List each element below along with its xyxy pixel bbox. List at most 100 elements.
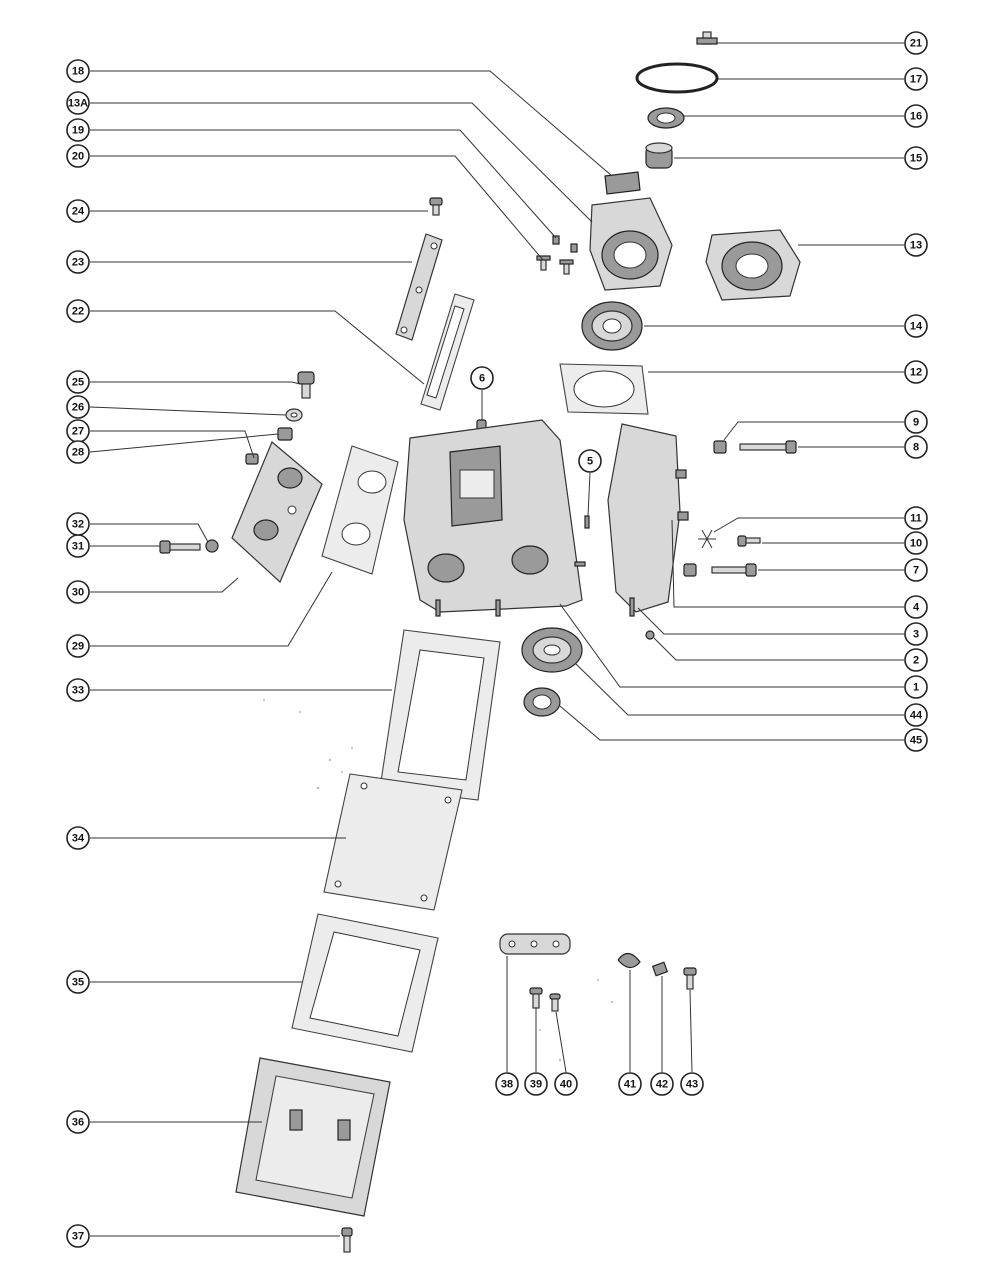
callout-number: 21 bbox=[910, 38, 922, 50]
callout-38: 38 bbox=[495, 1072, 519, 1096]
callout-19: 19 bbox=[66, 118, 90, 142]
callout-circle bbox=[904, 675, 928, 699]
part-9-nut bbox=[713, 440, 727, 454]
leader-lines bbox=[89, 42, 904, 1237]
part-15-bushing bbox=[645, 142, 673, 169]
leader-line-40 bbox=[555, 1011, 567, 1073]
part-13-housing bbox=[705, 229, 801, 301]
callout-circle bbox=[904, 648, 928, 672]
leader-line-44 bbox=[575, 663, 904, 716]
callout-22: 22 bbox=[66, 299, 90, 323]
part-18-plate bbox=[604, 171, 641, 195]
part-5-pins bbox=[574, 515, 590, 567]
callout-circle bbox=[618, 1072, 642, 1096]
callout-circle bbox=[904, 558, 928, 582]
callout-circle bbox=[904, 314, 928, 338]
callout-14: 14 bbox=[904, 314, 928, 338]
callout-circle bbox=[904, 531, 928, 555]
leader-line-30 bbox=[90, 577, 239, 593]
leader-line-22 bbox=[90, 310, 425, 385]
part-2-ball bbox=[645, 630, 655, 640]
leader-line-4 bbox=[671, 519, 904, 608]
callout-number: 8 bbox=[913, 442, 919, 454]
part-1-crankcase-block bbox=[403, 419, 583, 617]
callout-circle bbox=[66, 634, 90, 658]
part-35-gasket bbox=[291, 913, 439, 1053]
callout-31: 31 bbox=[66, 534, 90, 558]
part-10-screw bbox=[737, 535, 761, 547]
callout-circle bbox=[904, 67, 928, 91]
callout-6: 6 bbox=[470, 366, 494, 390]
callout-number: 26 bbox=[72, 402, 84, 414]
callout-2: 2 bbox=[904, 648, 928, 672]
callout-number: 38 bbox=[501, 1079, 513, 1091]
leader-line-5 bbox=[587, 472, 591, 517]
part-14-bearing bbox=[581, 301, 643, 351]
callout-number: 33 bbox=[72, 685, 84, 697]
callout-circle bbox=[554, 1072, 578, 1096]
callout-4: 4 bbox=[904, 595, 928, 619]
callout-30: 30 bbox=[66, 580, 90, 604]
callout-11: 11 bbox=[904, 506, 928, 530]
leader-line-19 bbox=[90, 129, 557, 239]
callout-circle bbox=[904, 146, 928, 170]
callout-circle bbox=[904, 703, 928, 727]
part-45-seal bbox=[523, 687, 561, 717]
callout-circle bbox=[904, 233, 928, 257]
callout-circle bbox=[904, 435, 928, 459]
part-17-o-ring bbox=[635, 62, 719, 94]
leader-line-9 bbox=[723, 421, 904, 441]
part-40-screw bbox=[549, 993, 561, 1012]
callout-number: 37 bbox=[72, 1231, 84, 1243]
part-20-screws bbox=[536, 255, 574, 275]
callout-number: 25 bbox=[72, 377, 84, 389]
callout-number: 36 bbox=[72, 1117, 84, 1129]
callout-number: 17 bbox=[910, 74, 922, 86]
part-42-block bbox=[651, 961, 669, 977]
part-29-gasket bbox=[321, 445, 399, 575]
part-33-gasket bbox=[379, 629, 501, 801]
part-16-seal bbox=[647, 107, 685, 129]
callout-17: 17 bbox=[904, 67, 928, 91]
callout-5: 5 bbox=[578, 449, 602, 473]
callout-23: 23 bbox=[66, 250, 90, 274]
callout-number: 35 bbox=[72, 977, 84, 989]
callout-circle bbox=[495, 1072, 519, 1096]
callout-circle bbox=[524, 1072, 548, 1096]
callout-1: 1 bbox=[904, 675, 928, 699]
leader-line-20 bbox=[90, 155, 544, 261]
callout-45: 45 bbox=[904, 728, 928, 752]
callout-circle bbox=[66, 512, 90, 536]
callout-21: 21 bbox=[904, 31, 928, 55]
callout-12: 12 bbox=[904, 360, 928, 384]
callout-circle bbox=[904, 728, 928, 752]
callout-13a: 13A bbox=[66, 91, 90, 115]
part-39-screw bbox=[529, 987, 543, 1009]
callout-10: 10 bbox=[904, 531, 928, 555]
callout-labels: 1234567891011121313A14151617181920212223… bbox=[66, 31, 928, 1248]
callout-circle bbox=[66, 678, 90, 702]
callout-number: 30 bbox=[72, 587, 84, 599]
part-8-bolt bbox=[739, 440, 797, 454]
callout-circle bbox=[66, 59, 90, 83]
callout-20: 20 bbox=[66, 144, 90, 168]
callout-36: 36 bbox=[66, 1110, 90, 1134]
callout-number: 31 bbox=[72, 541, 84, 553]
leader-line-1 bbox=[559, 603, 904, 688]
callout-number: 18 bbox=[72, 66, 84, 78]
print-speckle bbox=[263, 699, 614, 1062]
part-26-washer bbox=[285, 408, 303, 422]
callout-number: 9 bbox=[913, 417, 919, 429]
callout-24: 24 bbox=[66, 199, 90, 223]
callout-circle bbox=[904, 506, 928, 530]
callout-circle bbox=[66, 580, 90, 604]
callout-8: 8 bbox=[904, 435, 928, 459]
callout-26: 26 bbox=[66, 395, 90, 419]
callout-circle bbox=[66, 1110, 90, 1134]
leader-line-45 bbox=[559, 705, 904, 741]
callout-27: 27 bbox=[66, 419, 90, 443]
leader-line-32 bbox=[90, 523, 209, 543]
part-21-screw bbox=[696, 31, 718, 45]
